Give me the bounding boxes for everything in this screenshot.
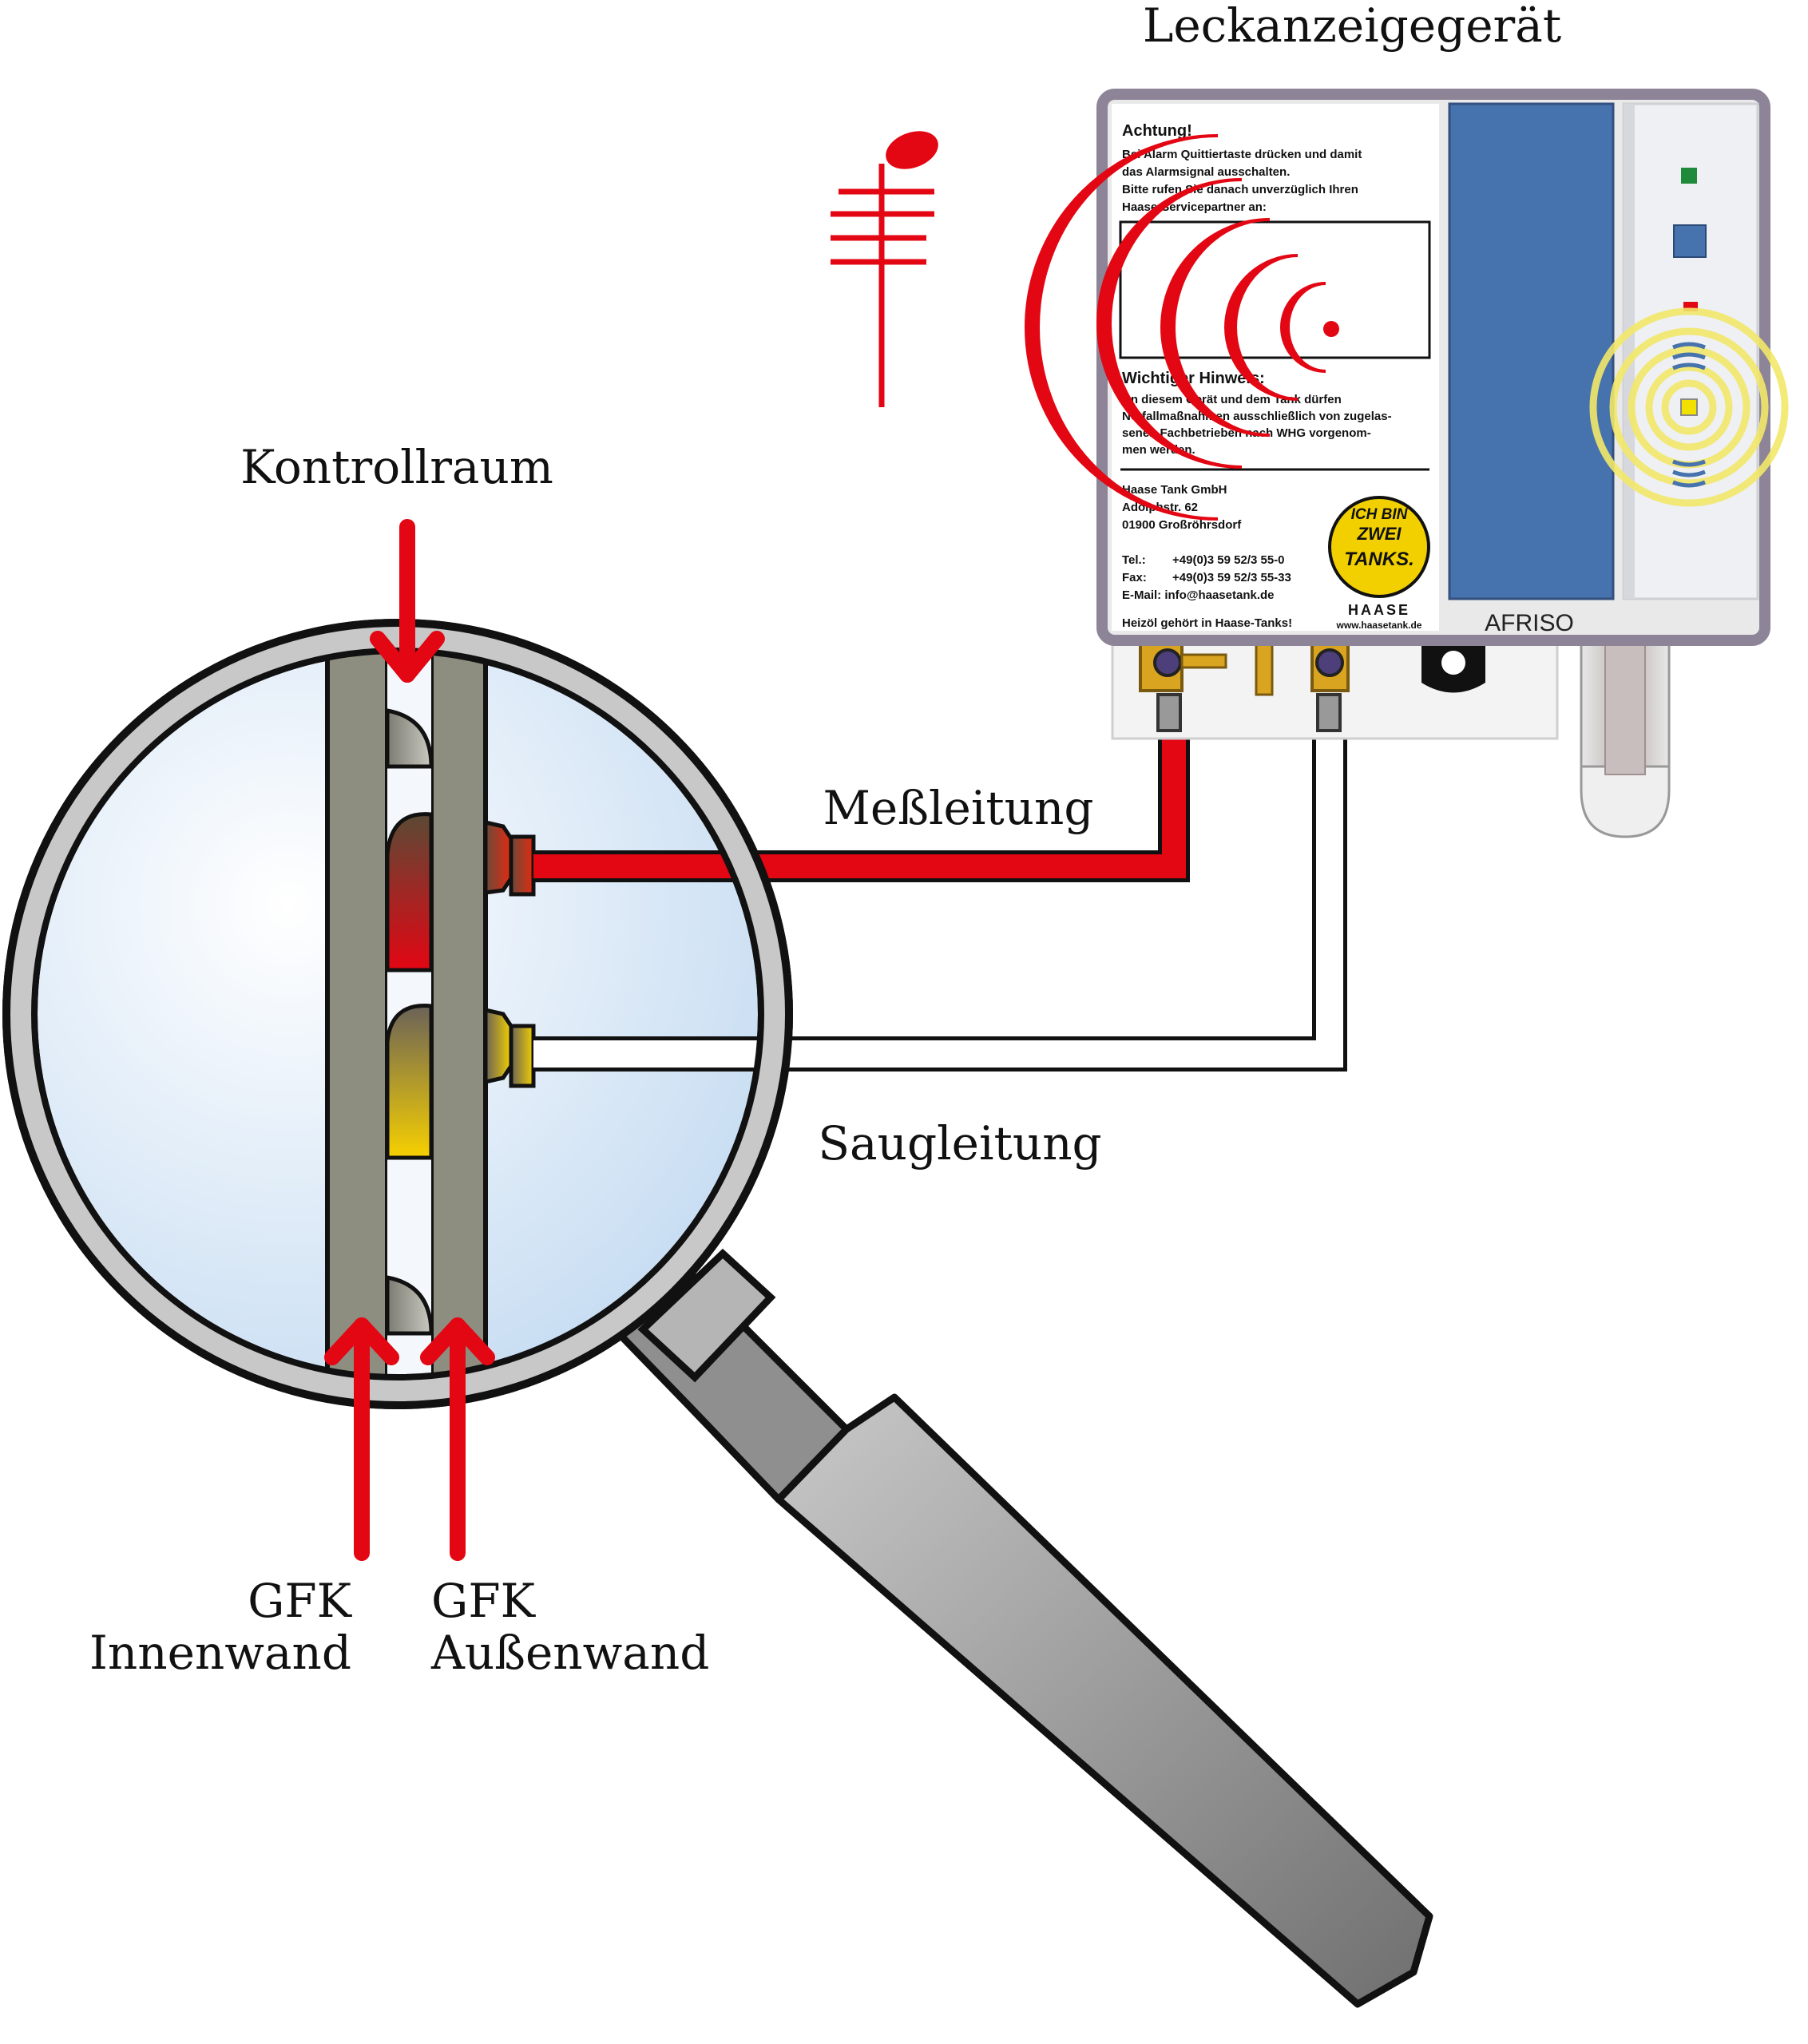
tel-label: Tel.: bbox=[1122, 553, 1146, 567]
control-space-label: Kontrollraum bbox=[240, 440, 553, 494]
inner-wall bbox=[325, 651, 390, 1377]
svg-text:www.haasetank.de: www.haasetank.de bbox=[1336, 620, 1422, 631]
company-line: 01900 Großröhrsdorf bbox=[1122, 518, 1242, 532]
service-partner-box bbox=[1119, 220, 1431, 359]
warning-line: das Alarmsignal ausschalten. bbox=[1122, 165, 1290, 179]
manufacturer-label: AFRISO bbox=[1485, 610, 1574, 636]
outer-wall-label-line1: GFK bbox=[431, 1574, 537, 1628]
email-line: E-Mail: info@haasetank.de bbox=[1122, 588, 1275, 602]
optical-signal-icon bbox=[1589, 307, 1789, 507]
suction-line-label: Saugleitung bbox=[818, 1116, 1101, 1171]
leak-detector-device: Achtung! Bei Alarm Quittiertaste drücken… bbox=[1096, 89, 1770, 838]
magnifier-handle bbox=[607, 1248, 1433, 2008]
sound-wave-icon bbox=[1025, 134, 1339, 521]
lens-rim bbox=[7, 624, 788, 1404]
tel-value: +49(0)3 59 52/3 55-0 bbox=[1172, 553, 1285, 567]
magnifier-lens bbox=[2, 619, 793, 1409]
device-blue-panel bbox=[1448, 102, 1615, 600]
slogan: Heizöl gehört in Haase-Tanks! bbox=[1122, 616, 1292, 630]
arrow-control-space bbox=[370, 519, 445, 683]
svg-text:HAASE: HAASE bbox=[1348, 602, 1410, 618]
inner-wall-label-line1: GFK bbox=[248, 1574, 353, 1628]
haase-logo: ICH BIN ZWEI TANKS. HAASE www.haasetank.… bbox=[1328, 496, 1430, 631]
warning-heading: Achtung! bbox=[1122, 122, 1192, 140]
acknowledge-button[interactable] bbox=[1673, 224, 1707, 258]
tank-wall-cross-section bbox=[325, 651, 536, 1377]
valve-fitting bbox=[1139, 637, 1227, 732]
measuring-line-label: Meßleitung bbox=[823, 781, 1093, 835]
suction-pad bbox=[385, 1004, 434, 1160]
arrow-inner-wall bbox=[324, 1317, 399, 1561]
outer-wall bbox=[429, 651, 488, 1377]
warning-line: Bei Alarm Quittiertaste drücken und dami… bbox=[1122, 148, 1362, 161]
notice-heading: Wichtiger Hinweis: bbox=[1122, 370, 1265, 387]
suction-nozzle bbox=[509, 1024, 536, 1088]
svg-text:ICH BIN: ICH BIN bbox=[1351, 506, 1409, 523]
green-led-indicator bbox=[1681, 168, 1697, 184]
fax-label: Fax: bbox=[1122, 571, 1147, 584]
notice-line: An diesem Gerät und dem Tank dürfen bbox=[1122, 393, 1342, 406]
arrow-outer-wall bbox=[420, 1317, 495, 1561]
measuring-nozzle bbox=[509, 834, 536, 897]
outer-wall-label-line2: Außenwand bbox=[430, 1626, 709, 1680]
warning-line: Haase-Servicepartner an: bbox=[1122, 200, 1267, 214]
device-title-label: Leckanzeigegerät bbox=[1143, 0, 1561, 53]
yellow-led-indicator bbox=[1680, 398, 1698, 416]
fax-value: +49(0)3 59 52/3 55-33 bbox=[1172, 571, 1291, 584]
notice-line: Notfallmaßnahmen ausschließlich von zuge… bbox=[1122, 410, 1392, 423]
valve-fitting bbox=[1310, 637, 1350, 732]
inner-wall-label-line2: Innenwand bbox=[89, 1626, 351, 1680]
measuring-pad bbox=[385, 812, 434, 972]
warning-line: Bitte rufen Sie danach unverzüglich Ihre… bbox=[1122, 183, 1358, 196]
svg-text:TANKS.: TANKS. bbox=[1344, 549, 1414, 570]
company-line: Haase Tank GmbH bbox=[1122, 483, 1227, 497]
svg-text:ZWEI: ZWEI bbox=[1357, 524, 1402, 544]
horn-icon bbox=[831, 131, 938, 407]
